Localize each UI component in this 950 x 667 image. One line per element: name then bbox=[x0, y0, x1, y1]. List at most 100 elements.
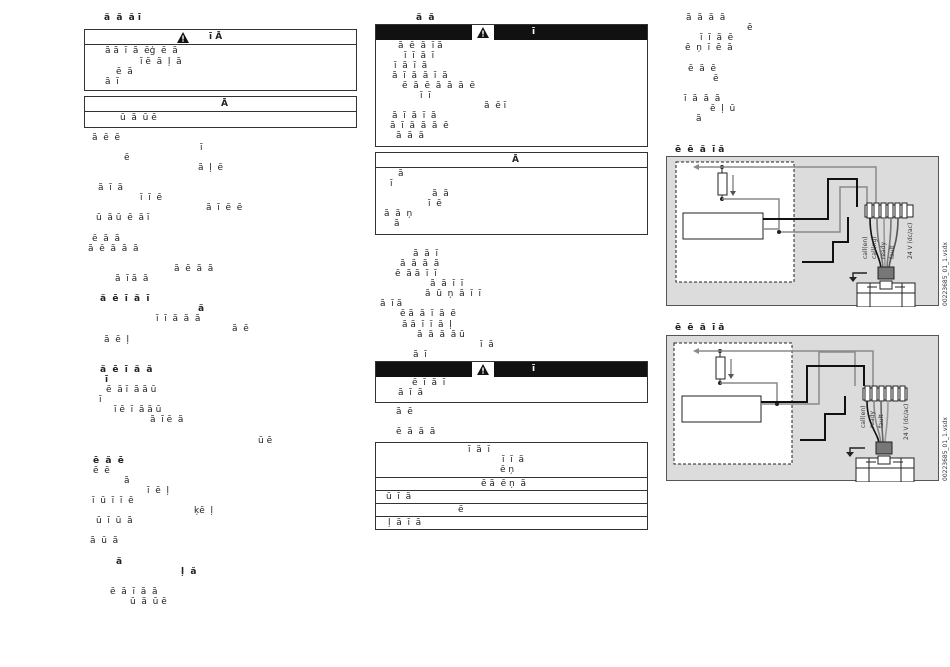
warning-box-4-title: Ā bbox=[512, 155, 519, 165]
body-line: ã bbox=[116, 557, 123, 567]
table-cell: ī ã ī bbox=[468, 445, 490, 455]
body-line: ī ã ã ã bbox=[684, 94, 721, 104]
warning-box-1-header: ī Ā bbox=[85, 30, 356, 45]
body-line: ē ã ã bbox=[92, 234, 121, 244]
warning-box-3-header: ī bbox=[376, 25, 647, 40]
body-line: ū ī ū ã bbox=[96, 516, 133, 526]
warning-box-1-line: ī ē ã ļ ã bbox=[140, 57, 182, 67]
diagram-1-id: 00223685_01_1.vsdx bbox=[942, 242, 949, 306]
warning-box-3-line: ī ī bbox=[420, 91, 431, 101]
body-line: ū ē bbox=[258, 436, 273, 446]
wire-label: ready bbox=[880, 241, 887, 259]
table-cell: ļ ã ī ã bbox=[388, 518, 422, 528]
body-line: ã ã ī ī ã ļ bbox=[402, 320, 452, 330]
body-line: ē bbox=[124, 153, 130, 163]
diagram-2-id: 00223685_01_1.vsdx bbox=[942, 417, 949, 481]
warning-triangle-icon bbox=[177, 32, 189, 43]
warning-box-1-title: ī Ā bbox=[209, 32, 223, 42]
wire-label: fault bbox=[878, 414, 885, 428]
wiring-diagram-1-drawing bbox=[675, 161, 916, 307]
body-line: ū ã ū ē bbox=[130, 597, 167, 607]
body-line: ã ī ē ã bbox=[150, 415, 184, 425]
warning-box-2: Ā ū ã ū ē bbox=[84, 96, 357, 128]
body-line: ã ū ņ ã ī ī bbox=[425, 289, 482, 299]
table-cell: ē ņ bbox=[500, 465, 515, 475]
body-line: ē ã ã ã bbox=[396, 427, 436, 437]
warning-triangle-icon bbox=[477, 364, 489, 375]
table-cell: ē bbox=[458, 505, 464, 515]
body-line: ã ã ī ī bbox=[430, 279, 464, 289]
warning-box-5-line: ē ī ã ī bbox=[412, 378, 446, 388]
body-line: ī ã bbox=[480, 340, 494, 350]
wire-label: call(ng) bbox=[871, 236, 878, 259]
warning-box-5-title: ī bbox=[532, 364, 536, 374]
wire-label: call(en) bbox=[860, 405, 867, 429]
body-line: ē ã ã ī ī bbox=[395, 269, 437, 279]
warning-box-3-line: ã ī ã ã ī ã bbox=[392, 71, 448, 81]
wiring-diagram-2-drawing bbox=[673, 342, 915, 482]
wire-label: 24 V (dc/ac) bbox=[907, 222, 914, 259]
body-line: ķē ļ bbox=[194, 506, 213, 516]
body-line: ã bbox=[124, 476, 130, 486]
body-line: ã ē bbox=[232, 324, 249, 334]
body-line: ē ã ē bbox=[93, 456, 124, 466]
warning-box-1-line: ã ī bbox=[105, 77, 119, 87]
body-line: ã ē ī ã ī bbox=[100, 294, 150, 304]
body-line: ã ļ ē bbox=[198, 163, 223, 173]
warning-box-3-line: ã ē ã ī ã bbox=[398, 41, 443, 51]
body-line: ī ē ī ã ã ū bbox=[114, 405, 162, 415]
body-line: ī ē ļ bbox=[147, 486, 169, 496]
body-line: ã ī ã bbox=[98, 183, 123, 193]
wiring-diagram-2: call(en) ready fault 24 V (dc/ac) bbox=[666, 335, 939, 482]
info-table: ī ã ī ī ī ã ē ņ ē ã ē ņ ã ū ī ã ē ļ ã ī … bbox=[375, 442, 648, 530]
body-line: ē ã ī ã ã bbox=[110, 587, 158, 597]
body-line: ē ē bbox=[93, 466, 110, 476]
warning-box-3-line: ī ã ī ã bbox=[394, 61, 428, 71]
body-line: ī bbox=[99, 395, 102, 405]
body-line: ã ī bbox=[413, 350, 427, 360]
warning-box-4-line: ã bbox=[394, 219, 400, 229]
warning-box-5-header: ī bbox=[376, 362, 647, 377]
table-cell: ī ī ã bbox=[502, 455, 524, 465]
wire-label: call(en) bbox=[862, 236, 869, 260]
warning-box-2-title: Ā bbox=[221, 99, 228, 109]
warning-box-3-line: ã ī ã ã ã ē bbox=[390, 121, 449, 131]
wire-label: 24 V (dc/ac) bbox=[903, 403, 910, 440]
warning-box-4-line: ã ã ņ bbox=[384, 209, 413, 219]
body-line: ã ū ã bbox=[90, 536, 119, 546]
warning-box-3-line: ã ã ã bbox=[396, 131, 424, 141]
body-line: ã bbox=[198, 304, 205, 314]
body-line: ã ē ã ã bbox=[174, 264, 214, 274]
warning-box-2-header: Ā bbox=[85, 97, 356, 112]
body-line: ī bbox=[105, 375, 109, 385]
body-line: ū ã ū ē ã ī bbox=[96, 213, 150, 223]
diagram-2-caption: ē ē ã ī ã bbox=[675, 323, 725, 333]
table-row: ū ī ã bbox=[376, 490, 647, 502]
body-line: ã ē ļ bbox=[104, 335, 129, 345]
body-line: ã ē ī ã ã bbox=[100, 365, 153, 375]
warning-box-3: ī ã ē ã ī ã ī ī ã ī ī ã ī ã ã ī ã ã ī ã … bbox=[375, 24, 648, 147]
body-line: ē ã ī ã ã ū bbox=[106, 385, 157, 395]
body-line: ī bbox=[200, 143, 203, 153]
warning-box-4-line: ī ē bbox=[428, 199, 442, 209]
body-line: ã bbox=[696, 114, 702, 124]
body-line: ã ã ã ã bbox=[686, 13, 726, 23]
warning-triangle-icon bbox=[477, 27, 489, 38]
table-row: ļ ã ī ã bbox=[376, 516, 647, 528]
body-line: ã ã ã ã bbox=[400, 259, 440, 269]
body-line: ã ē bbox=[396, 407, 413, 417]
table-cell: ū ī ã bbox=[386, 492, 412, 502]
table-row: ē ã ē ņ ã bbox=[376, 477, 647, 489]
warning-box-4-line: ī bbox=[390, 179, 393, 189]
warning-box-4-line: ã ã bbox=[432, 189, 449, 199]
col2-heading: ã ã bbox=[416, 13, 435, 23]
body-line: ã ī ã ã bbox=[115, 274, 149, 284]
body-line: ī ī ē bbox=[140, 193, 162, 203]
warning-box-3-line: ã ē ī bbox=[484, 101, 507, 111]
warning-box-1: ī Ā ã ã ī ã ēģ ē ã ī ē ã ļ ã ē ã ã ī bbox=[84, 29, 357, 91]
body-line: ã ē ã ã ã bbox=[88, 244, 139, 254]
body-line: ã ē ē bbox=[92, 133, 121, 143]
body-line: ē bbox=[713, 74, 719, 84]
body-line: ē ã ã ī ã ē bbox=[400, 309, 456, 319]
body-line: ã ī ē ē bbox=[206, 203, 243, 213]
